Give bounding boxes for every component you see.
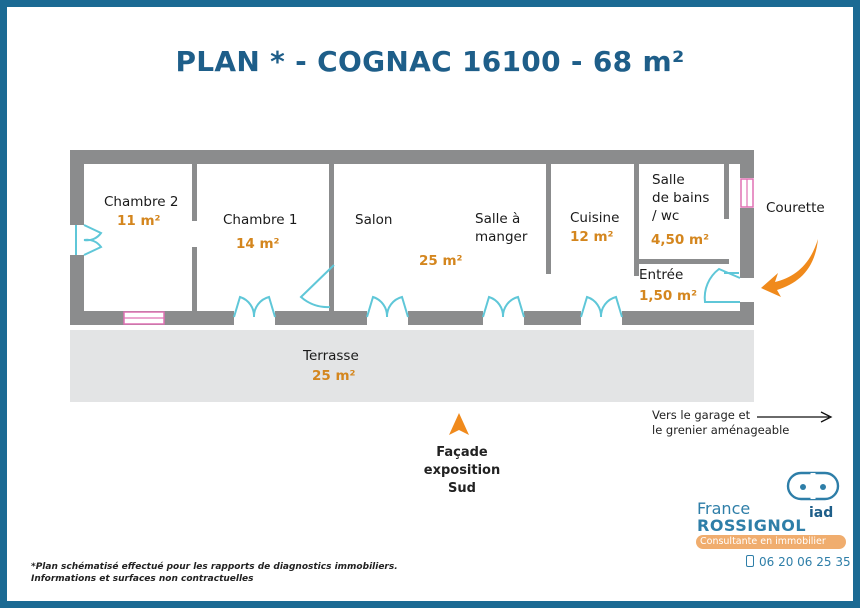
wall-cuisine-sdb [634,164,639,276]
garage-arrow [757,411,833,423]
agent-last-name: ROSSIGNOL [697,516,807,535]
room-chambre1-area: 14 m² [236,236,280,252]
room-sdb-area: 4,50 m² [651,232,709,248]
plan-frame: PLAN * - COGNAC 16100 - 68 m² [7,7,853,601]
iad-logo-text: iad [809,505,834,521]
wall-bottom-5 [622,311,754,325]
doors [75,224,741,318]
wall-salle-cuisine [546,164,551,274]
entrance-arrow [761,239,818,297]
footnote-line1: *Plan schématisé effectué pour les rappo… [31,562,398,572]
footnote-line2: Informations et surfaces non contractuel… [31,574,254,584]
room-entree-area: 1,50 m² [639,288,697,304]
wall-right-lower [740,302,754,325]
south-arrow [449,413,469,435]
door-entree [703,267,741,303]
room-terrasse-area: 25 m² [312,368,356,384]
wall-ch1-salon [329,164,334,311]
floor-plan [70,150,840,501]
door-salon-2 [366,295,409,318]
phone-icon [746,555,754,567]
iad-logo-icon [786,471,840,501]
room-salle-name: Salle à manger [475,211,528,245]
door-cuisine [580,295,623,318]
room-cuisine-area: 12 m² [570,229,614,245]
agent-first-name: France [697,499,751,518]
door-left [75,224,103,256]
garage-note: Vers le garage et le grenier aménageable [652,408,790,437]
room-cuisine-name: Cuisine [570,210,620,226]
facade-label: Façade exposition Sud [423,445,501,496]
wall-bottom-2 [275,311,367,325]
room-sdb-name: Salle de bains / wc [652,172,710,224]
wall-bottom-4 [524,311,581,325]
page-title: PLAN * - COGNAC 16100 - 68 m² [175,45,685,78]
wall-sdb-right [724,164,729,219]
room-chambre1-name: Chambre 1 [223,212,298,228]
door-salle [482,295,525,318]
wall-top [70,150,754,164]
door-chambre1 [233,295,276,318]
room-chambre2-area: 11 m² [117,213,161,229]
wall-ch2-ch1-upper [192,164,197,221]
room-entree-name: Entrée [639,267,684,283]
room-courette-name: Courette [766,200,825,216]
agent-role: Consultante en immobilier [696,535,846,549]
door-salon-1 [299,264,335,309]
room-salon-name: Salon [355,212,393,228]
wall-right-middle [740,208,754,278]
wall-ch2-ch1-lower [192,247,197,311]
agent-phone: 06 20 06 25 35 [746,555,851,569]
room-chambre2-name: Chambre 2 [104,194,179,210]
phone-number: 06 20 06 25 35 [759,555,851,569]
room-salon-salle-area: 25 m² [419,253,463,269]
wall-left-upper [70,150,84,225]
windows [123,178,754,325]
room-terrasse-name: Terrasse [303,348,359,364]
wall-right-upper [740,150,754,178]
terrace-area [70,330,754,402]
wall-bottom-3 [408,311,483,325]
wall-sdb-bottom [634,259,729,264]
wall-left-lower [70,255,84,325]
